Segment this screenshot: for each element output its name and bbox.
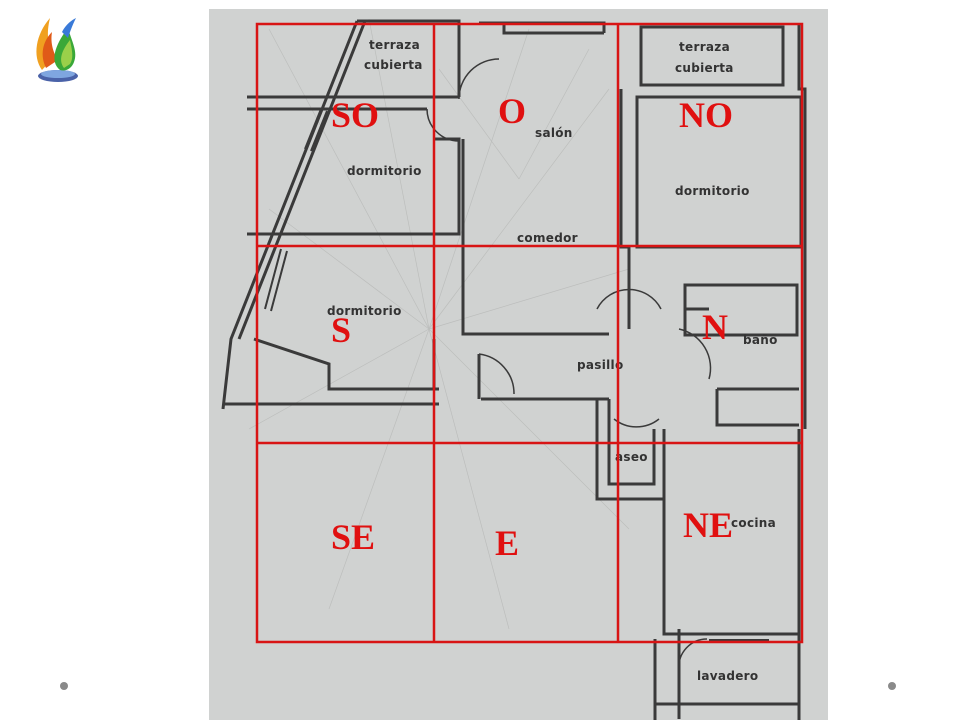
- room-label-terraza-left-line2: cubierta: [364, 58, 423, 72]
- room-label-terraza-right-line2: cubierta: [675, 61, 734, 75]
- plan-paper: [209, 9, 828, 720]
- room-label-bano: baño: [743, 333, 778, 347]
- windows: [264, 108, 769, 641]
- zone-label-ne: NE: [683, 505, 733, 545]
- zone-label-se: SE: [331, 517, 375, 557]
- room-label-aseo: aseo: [615, 450, 648, 464]
- room-label-dormitorio-top-left: dormitorio: [347, 164, 422, 178]
- room-label-dormitorio-left: dormitorio: [327, 304, 402, 318]
- room-label-cocina: cocina: [731, 516, 776, 530]
- door-swings: [426, 58, 712, 670]
- room-label-pasillo: pasillo: [577, 358, 624, 372]
- room-label-terraza-left-line1: terraza: [369, 38, 420, 52]
- room-label-salon: salón: [535, 126, 573, 140]
- zone-label-s: S: [331, 310, 351, 350]
- right-bullet-dot: [888, 682, 896, 690]
- orientation-grid: [255, 22, 804, 644]
- room-label-lavadero: lavadero: [697, 669, 758, 683]
- zone-label-no: NO: [679, 95, 733, 135]
- room-label-dormitorio-top-right: dormitorio: [675, 184, 750, 198]
- room-label-terraza-right-line1: terraza: [679, 40, 730, 54]
- room-label-comedor: comedor: [517, 231, 578, 245]
- zone-label-so: SO: [331, 95, 379, 135]
- zone-label-n: N: [702, 307, 728, 347]
- zone-label-o: O: [498, 91, 526, 131]
- left-bullet-dot: [60, 682, 68, 690]
- flame-drop-logo-icon: [36, 18, 78, 82]
- zone-label-e: E: [495, 523, 519, 563]
- floor-plan: terraza cubierta terraza cubierta salón …: [209, 9, 828, 720]
